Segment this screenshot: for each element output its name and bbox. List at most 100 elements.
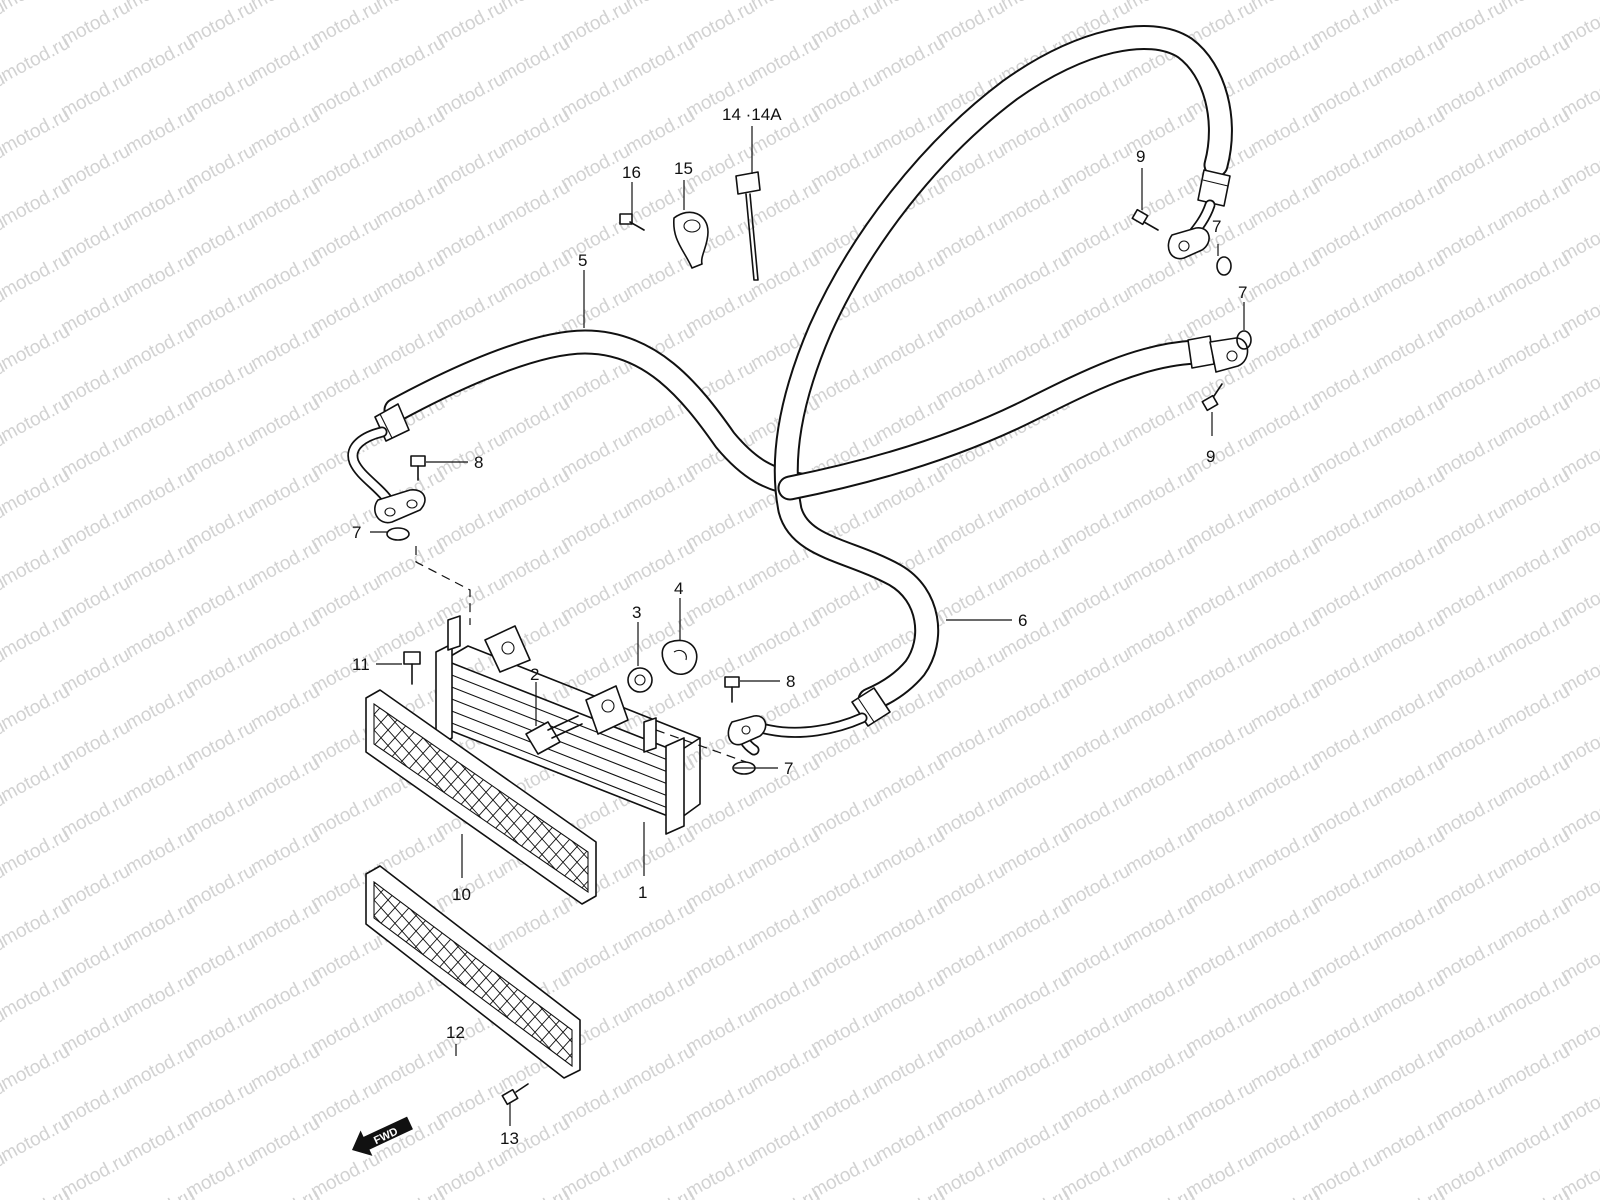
- watermark-text: motod.ru: [1122, 393, 1198, 447]
- watermark-text: motod.ru: [1182, 861, 1258, 915]
- watermark-text: motod.ru: [432, 213, 508, 267]
- watermark-text: motod.ru: [1432, 573, 1508, 627]
- watermark-text: motod.ru: [1432, 1005, 1508, 1059]
- watermark-text: motod.ru: [1432, 285, 1508, 339]
- callout-16: 16: [622, 163, 641, 182]
- watermark-text: motod.ru: [1307, 1149, 1383, 1200]
- watermark-text: motod.ru: [497, 1185, 573, 1200]
- watermark-text: motod.ru: [1372, 681, 1448, 735]
- watermark-text: motod.ru: [622, 0, 698, 14]
- callout-15: 15: [674, 159, 693, 178]
- watermark-text: motod.ru: [0, 1113, 74, 1167]
- watermark-text: motod.ru: [932, 213, 1008, 267]
- watermark-text: motod.ru: [622, 1041, 698, 1095]
- guard-10-mesh-line: [374, 704, 411, 892]
- callout-12: 12: [446, 1023, 465, 1042]
- watermark-text: motod.ru: [1122, 465, 1198, 519]
- watermark-text: motod.ru: [1122, 969, 1198, 1023]
- watermark-text: motod.ru: [247, 177, 323, 231]
- watermark-text: motod.ru: [1307, 717, 1383, 771]
- watermark-text: motod.ru: [682, 501, 758, 555]
- watermark-text: motod.ru: [932, 789, 1008, 843]
- watermark-text: motod.ru: [557, 1077, 633, 1131]
- callout-2: 2: [530, 665, 539, 684]
- watermark-text: motod.ru: [747, 1185, 823, 1200]
- watermark-text: motod.ru: [997, 681, 1073, 735]
- callout-14: 14 ·14A: [722, 105, 782, 124]
- watermark-text: motod.ru: [1307, 285, 1383, 339]
- watermark-text: motod.ru: [622, 537, 698, 591]
- watermark-text: motod.ru: [497, 249, 573, 303]
- watermark-text: motod.ru: [1497, 1185, 1573, 1200]
- watermark-text: motod.ru: [0, 969, 74, 1023]
- watermark-text: motod.ru: [1122, 897, 1198, 951]
- watermark-text: motod.ru: [682, 1149, 758, 1200]
- watermark-text: motod.ru: [1432, 213, 1508, 267]
- watermark-text: motod.ru: [557, 645, 633, 699]
- hose-5-flange: [374, 489, 426, 524]
- watermark-text: motod.ru: [1247, 0, 1323, 14]
- watermark-text: motod.ru: [1432, 69, 1508, 123]
- watermark-text: motod.ru: [1122, 681, 1198, 735]
- watermark-text: motod.ru: [57, 357, 133, 411]
- watermark-text: motod.ru: [57, 789, 133, 843]
- watermark-text: motod.ru: [1432, 645, 1508, 699]
- watermark-text: motod.ru: [0, 1185, 74, 1200]
- watermark-text: motod.ru: [122, 1113, 198, 1167]
- watermark-text: motod.ru: [1372, 825, 1448, 879]
- callout-7-d: 7: [784, 759, 793, 778]
- watermark-text: motod.ru: [247, 321, 323, 375]
- callout-13: 13: [500, 1129, 519, 1148]
- watermark-text: motod.ru: [807, 933, 883, 987]
- o-ring-7-c: [386, 527, 410, 541]
- watermark-text: motod.ru: [432, 285, 508, 339]
- watermark-text: motod.ru: [372, 33, 448, 87]
- watermark-text: motod.ru: [557, 933, 633, 987]
- watermark-text: motod.ru: [307, 1077, 383, 1131]
- watermark-text: motod.ru: [247, 249, 323, 303]
- watermark-text: motod.ru: [1372, 609, 1448, 663]
- watermark-text: motod.ru: [0, 1041, 74, 1095]
- watermark-text: motod.ru: [1122, 105, 1198, 159]
- watermark-text: motod.ru: [1432, 141, 1508, 195]
- watermark-text: motod.ru: [57, 933, 133, 987]
- guard-10-mesh-line: [374, 704, 439, 892]
- clamp-15: [673, 211, 709, 269]
- watermark-text: motod.ru: [997, 825, 1073, 879]
- watermark-text: motod.ru: [1497, 177, 1573, 231]
- watermark-text: motod.ru: [1057, 645, 1133, 699]
- watermark-text: motod.ru: [247, 537, 323, 591]
- watermark-text: motod.ru: [182, 357, 258, 411]
- bolt-9-upper: [1131, 208, 1159, 231]
- watermark-text: motod.ru: [872, 897, 948, 951]
- watermark-text: motod.ru: [372, 321, 448, 375]
- watermark-text: motod.ru: [247, 0, 323, 14]
- watermark-text: motod.ru: [557, 501, 633, 555]
- watermark-text: motod.ru: [997, 321, 1073, 375]
- watermark-text: motod.ru: [1497, 1041, 1573, 1095]
- watermark-text: motod.ru: [247, 753, 323, 807]
- watermark-text: motod.ru: [872, 1041, 948, 1095]
- watermark-text: motod.ru: [497, 537, 573, 591]
- watermark-text: motod.ru: [307, 1149, 383, 1200]
- watermark-text: motod.ru: [1057, 789, 1133, 843]
- guard-10-mesh-line: [374, 704, 425, 892]
- o-ring-7-a: [1216, 256, 1232, 276]
- watermark-text: motod.ru: [872, 321, 948, 375]
- watermark-text: motod.ru: [997, 0, 1073, 14]
- watermark-text: motod.ru: [682, 789, 758, 843]
- watermark-text: motod.ru: [1432, 861, 1508, 915]
- bolt-8-lower: [724, 676, 740, 703]
- watermark-text: motod.ru: [932, 357, 1008, 411]
- watermark-text: motod.ru: [372, 177, 448, 231]
- watermark-text: motod.ru: [682, 1005, 758, 1059]
- oil-hose-right-branch: [777, 335, 1249, 501]
- watermark-text: motod.ru: [1182, 717, 1258, 771]
- watermark-text: motod.ru: [1307, 1077, 1383, 1131]
- watermark-text: motod.ru: [997, 753, 1073, 807]
- callout-9-b: 9: [1206, 447, 1215, 466]
- watermark-text: motod.ru: [122, 969, 198, 1023]
- watermark-text: motod.ru: [747, 0, 823, 14]
- watermark-text: motod.ru: [182, 861, 258, 915]
